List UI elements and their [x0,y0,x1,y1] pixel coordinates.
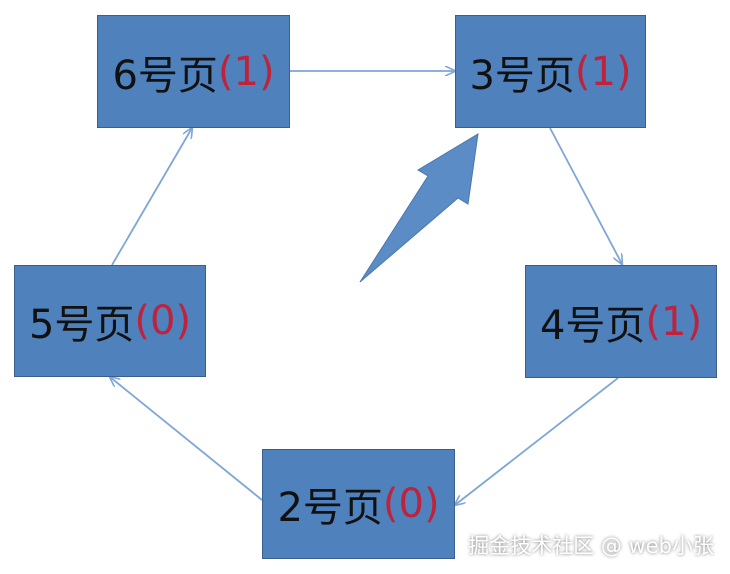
node-count: (1) [645,298,703,345]
node-label: 5号页 [28,302,135,348]
node-count: (1) [574,48,632,95]
edge-p3-to-p4 [549,127,622,264]
big-arrow-icon [359,133,479,283]
node-page-6: 6号页(1) [97,15,290,128]
node-label: 3号页 [469,52,575,99]
node-page-2: 2号页(0) [262,449,455,559]
edge-p5-to-p6 [111,128,192,266]
node-page-4: 4号页(1) [525,265,717,378]
watermark-text: 掘金技术社区 @ web小张 [468,534,714,558]
edge-p2-to-p5 [110,377,263,501]
node-label: 4号页 [539,302,646,349]
node-page-5: 5号页(0) [14,265,206,377]
node-count: (1) [217,48,275,95]
node-count: (0) [134,298,192,344]
node-label: 2号页 [277,485,383,531]
node-label: 6号页 [112,52,218,99]
node-count: (0) [382,481,440,527]
edge-p4-to-p2 [455,377,619,505]
node-page-3: 3号页(1) [455,15,646,128]
